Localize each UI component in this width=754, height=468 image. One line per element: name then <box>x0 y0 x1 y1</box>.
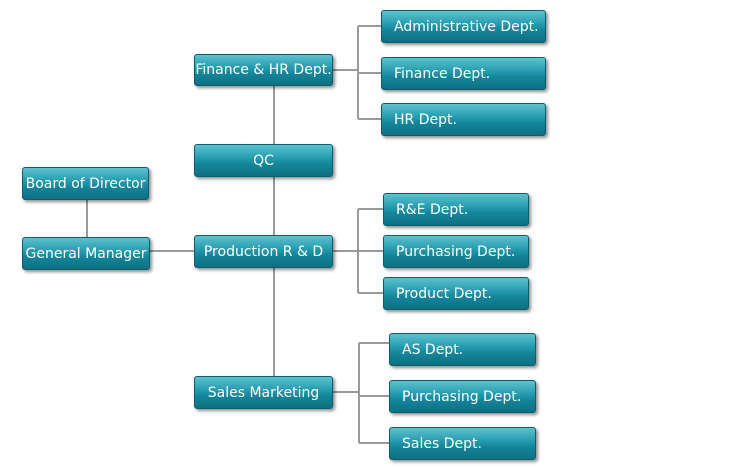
board-of-director-node: Board of Director <box>22 167 149 200</box>
as-dept-node: AS Dept. <box>389 333 536 366</box>
general-manager-node: General Manager <box>22 237 150 270</box>
qc-node: QC <box>194 144 333 177</box>
node-label: HR Dept. <box>394 111 457 128</box>
re-dept-node: R&E Dept. <box>383 193 529 226</box>
sales-dept-node: Sales Dept. <box>389 427 536 460</box>
node-label: Finance & HR Dept. <box>195 62 332 78</box>
node-label: Board of Director <box>25 175 146 192</box>
node-label: Product Dept. <box>396 285 492 302</box>
finance-hr-dept-node: Finance & HR Dept. <box>194 54 333 86</box>
node-label: R&E Dept. <box>396 201 469 218</box>
product-dept-node: Product Dept. <box>383 277 529 310</box>
node-label: Sales Dept. <box>402 435 482 452</box>
node-label: QC <box>253 152 274 169</box>
production-rd-node: Production R & D <box>194 235 333 268</box>
hr-dept-node: HR Dept. <box>381 103 546 136</box>
node-label: Production R & D <box>203 243 324 260</box>
finance-dept-node: Finance Dept. <box>381 57 546 90</box>
purchasing-dept-node: Purchasing Dept. <box>389 380 536 413</box>
node-label: AS Dept. <box>402 341 464 358</box>
node-label: Purchasing Dept. <box>402 388 522 405</box>
sales-marketing-node: Sales Marketing <box>194 376 333 409</box>
administrative-dept-node: Administrative Dept. <box>381 10 546 43</box>
node-label: Sales Marketing <box>207 384 320 401</box>
purchasing-dept-node: Purchasing Dept. <box>383 235 529 268</box>
node-label: General Manager <box>25 245 147 262</box>
node-label: Administrative Dept. <box>394 18 539 35</box>
node-label: Finance Dept. <box>394 65 491 82</box>
node-label: Purchasing Dept. <box>396 243 516 260</box>
